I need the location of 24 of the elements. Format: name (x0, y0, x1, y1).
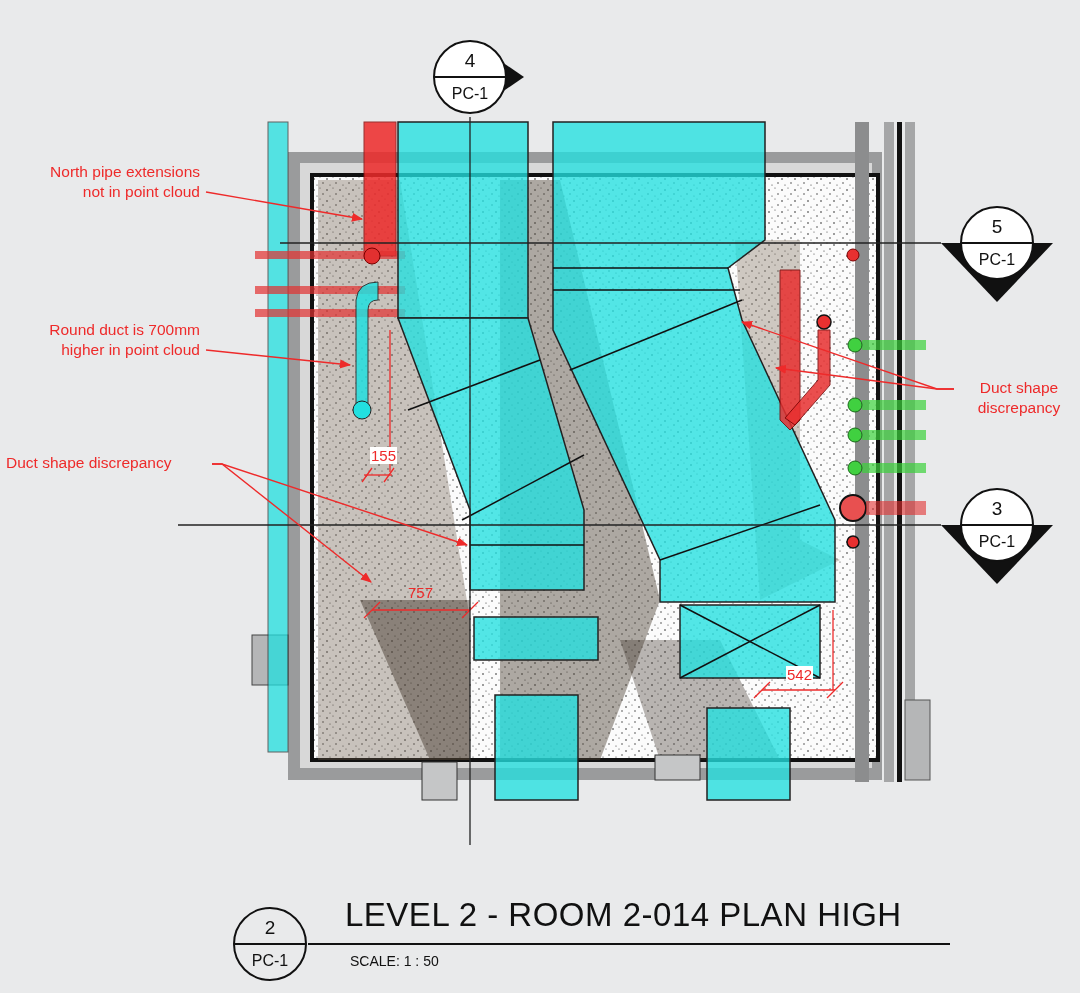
leader-line (211, 463, 372, 583)
section-number: 2 (264, 917, 276, 937)
section-number: 3 (991, 498, 1003, 518)
sheet-reference: PC-1 (251, 953, 289, 969)
leader-line (205, 349, 352, 369)
section-number: 4 (464, 50, 476, 70)
dimension-label: 757 (407, 584, 435, 601)
leader-line (205, 191, 364, 222)
leader-line (774, 364, 955, 390)
section-number: 5 (991, 216, 1003, 236)
dimension-label: 155 (370, 447, 398, 464)
annotation-note: Duct shape discrepancy (6, 453, 206, 473)
annotation-note: North pipe extensions not in point cloud (28, 162, 200, 202)
sheet-reference: PC-1 (978, 534, 1016, 550)
sheet-reference: PC-1 (451, 86, 489, 102)
section-marker (941, 487, 1053, 585)
annotation-note: Round duct is 700mm higher in point cloud (8, 320, 200, 360)
dimension-label: 542 (786, 666, 814, 683)
section-marker (941, 205, 1053, 303)
drawing-title: LEVEL 2 - ROOM 2-014 PLAN HIGH (345, 896, 902, 934)
section-marker (232, 906, 310, 984)
sheet-reference: PC-1 (978, 252, 1016, 268)
scale-note: SCALE: 1 : 50 (350, 953, 439, 969)
annotation-note: Duct shape discrepancy (958, 378, 1080, 418)
